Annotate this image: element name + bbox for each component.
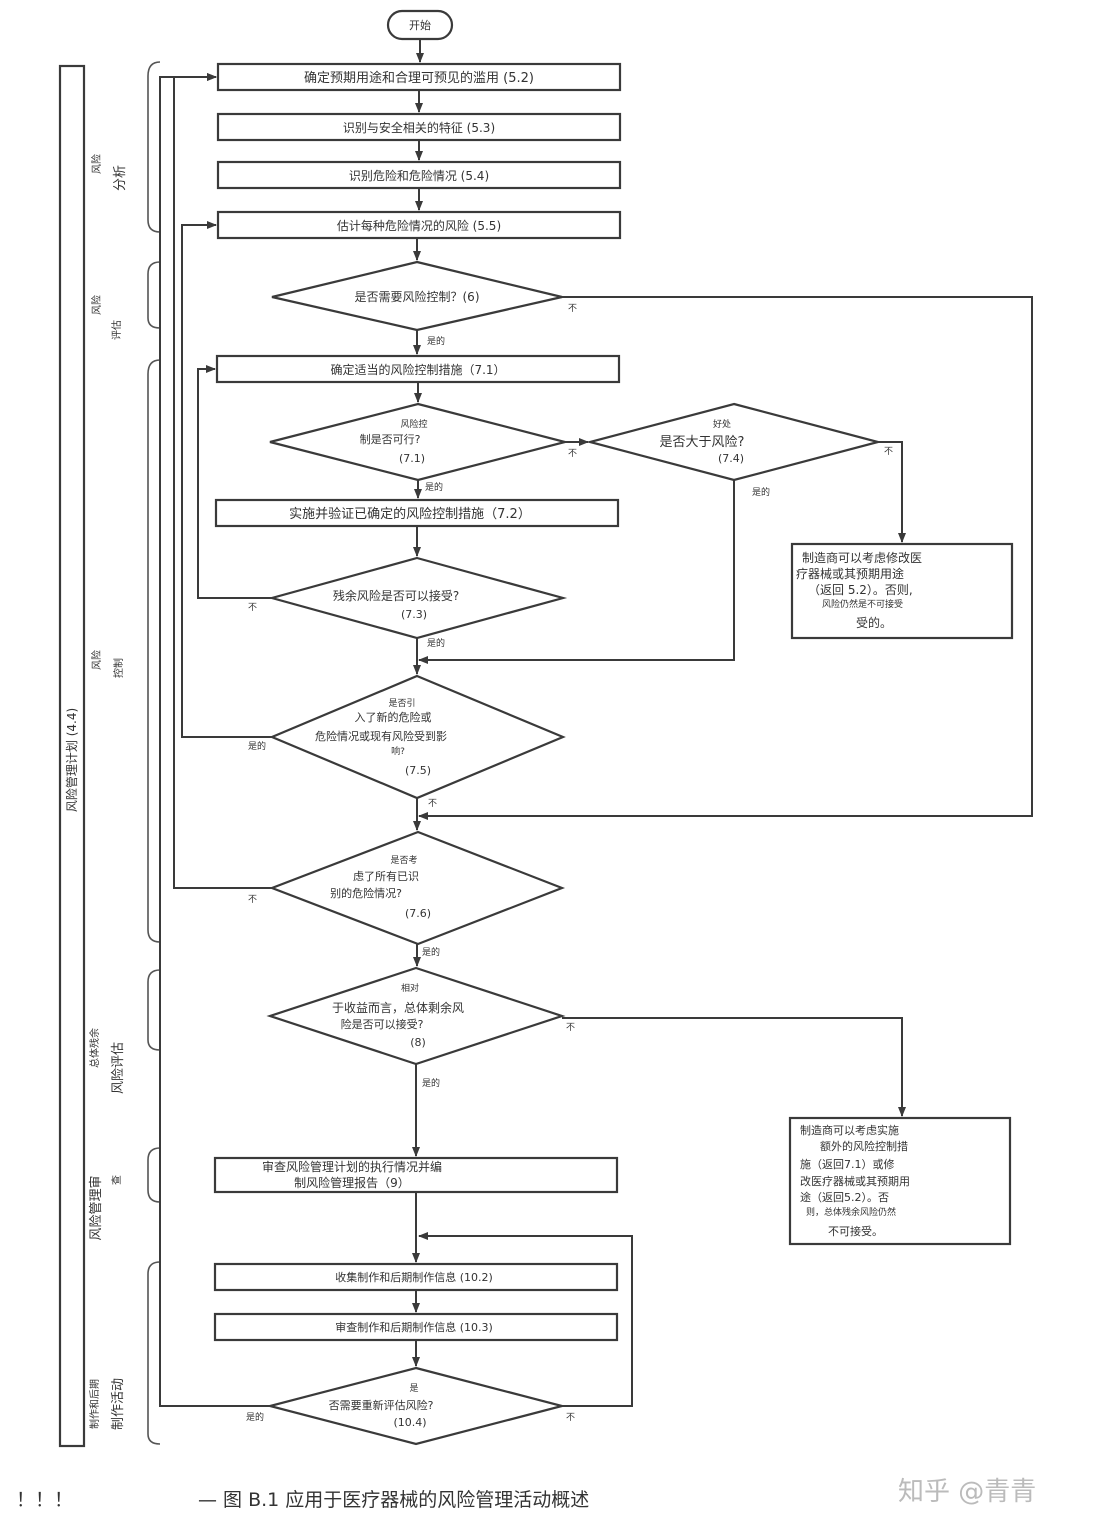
note-1-line-3: （返回 5.2）。否则, xyxy=(808,583,913,597)
note-1-line-1: 制造商可以考虑修改医 xyxy=(802,550,922,565)
step-7-2-label: 实施并验证已确定的风险控制措施（7.2） xyxy=(289,506,531,522)
note-2-line-6: 则，总体残余风险仍然 xyxy=(806,1206,896,1218)
decision-7-6-label-2: 虑了所有已识 xyxy=(353,869,419,883)
decision-7-1-label-3: (7.1) xyxy=(399,452,425,465)
label-d73-no: 不 xyxy=(248,602,257,613)
decision-8-label-3: 险是否可以接受? xyxy=(341,1017,424,1031)
step-9-box xyxy=(213,1156,619,1194)
note-2-line-7: 不可接受。 xyxy=(828,1225,883,1238)
label-d6-no: 不 xyxy=(568,303,577,314)
decision-7-6-label-1: 是否考 xyxy=(390,855,417,866)
decision-10-4-label-3: (10.4) xyxy=(393,1416,426,1429)
figure-caption: — 图 B.1 应用于医疗器械的风险管理活动概述 xyxy=(198,1489,589,1511)
step-5-4-label: 识别危险和危险情况 (5.4) xyxy=(349,168,489,183)
step-9-label-2: 制风险管理报告（9） xyxy=(294,1175,410,1190)
decision-7-4-label-3: (7.4) xyxy=(718,452,744,465)
note-1-line-5: 受的。 xyxy=(856,615,892,630)
note-2-box xyxy=(788,1116,1012,1246)
decision-7-1-label-1: 风险控 xyxy=(400,418,427,430)
watermark: 知乎 @青青 xyxy=(898,1477,1036,1507)
note-2-line-3: 施（返回7.1）或修 xyxy=(800,1157,895,1171)
connectors xyxy=(159,39,1033,1407)
step-7-1-label: 确定适当的风险控制措施（7.1） xyxy=(330,362,505,377)
note-1-line-4: 风险仍然是不可接受 xyxy=(822,598,903,610)
label-d76-yes: 是的 xyxy=(422,946,440,958)
phase-production-small: 制作和后期 xyxy=(88,1379,101,1429)
label-d104-yes: 是的 xyxy=(246,1411,264,1423)
step-5-3-label: 识别与安全相关的特征 (5.3) xyxy=(343,120,495,135)
phase-overall-large: 风险评估 xyxy=(111,1042,126,1094)
decision-8 xyxy=(266,966,566,1066)
note-2-line-4: 改医疗器械或其预期用 xyxy=(800,1174,910,1188)
phase-brackets xyxy=(147,61,161,1445)
decision-7-3-label-2: (7.3) xyxy=(401,608,427,621)
label-d8-no: 不 xyxy=(566,1022,575,1033)
step-10-2-box xyxy=(213,1262,619,1292)
decision-7-5-label-1: 是否引 xyxy=(388,698,415,709)
decision-8-label-1: 相对 xyxy=(401,982,419,994)
risk-management-plan-bar xyxy=(58,64,86,1448)
step-5-5-label: 估计每种危险情况的风险 (5.5) xyxy=(337,218,501,233)
phase-review-large: 风险管理审 xyxy=(89,1175,104,1240)
phase-evaluation-small: 风险 xyxy=(90,295,103,315)
label-d8-yes: 是的 xyxy=(422,1077,440,1089)
decision-10-4 xyxy=(265,1366,567,1446)
decision-7-5-label-5: (7.5) xyxy=(405,764,431,777)
decision-7-6 xyxy=(268,830,566,946)
phase-control-small: 风险 xyxy=(90,650,103,670)
decision-10-4-label-1: 是 xyxy=(409,1383,418,1394)
phase-control-large: 控制 xyxy=(112,658,125,678)
phase-analysis-small: 风险 xyxy=(90,154,103,174)
note-1-line-2: 疗器械或其预期用途 xyxy=(796,566,904,581)
label-d73-yes: 是的 xyxy=(427,637,445,649)
start-label: 开始 xyxy=(409,18,431,32)
note-2-line-2: 额外的风险控制措 xyxy=(820,1139,908,1153)
phase-analysis-large: 分析 xyxy=(113,165,128,191)
decision-7-4-label-2: 是否大于风险? xyxy=(660,435,745,450)
decision-7-6-label-3: 别的危险情况? xyxy=(330,886,402,900)
step-5-3-box xyxy=(216,112,622,142)
decision-8-label-2: 于收益而言，总体剩余风 xyxy=(332,1000,464,1015)
step-10-3-label: 审查制作和后期制作信息 (10.3) xyxy=(335,1320,493,1334)
decision-7-5-label-2: 入了新的危险或 xyxy=(355,710,432,724)
step-7-2-box xyxy=(214,498,620,528)
phase-review-small: 查 xyxy=(110,1175,123,1185)
step-10-2-label: 收集制作和后期制作信息 (10.2) xyxy=(335,1270,493,1284)
decision-7-6-label-4: (7.6) xyxy=(405,907,431,920)
label-d71-no: 不 xyxy=(568,448,577,459)
decision-7-5-label-3: 危险情况或现有风险受到影 xyxy=(315,729,447,743)
label-d104-no: 不 xyxy=(566,1412,575,1423)
decision-6-label: 是否需要风险控制？(6) xyxy=(355,289,480,304)
step-9-label-1: 审查风险管理计划的执行情况并编 xyxy=(262,1159,442,1174)
decision-7-1-label-2: 制是否可行? xyxy=(360,433,421,446)
decision-7-3-label-1: 残余风险是否可以接受? xyxy=(333,588,459,603)
decision-7-4-label-1: 好处 xyxy=(713,418,731,430)
decision-10-4-label-2: 否需要重新评估风险? xyxy=(329,1398,434,1412)
label-d6-yes: 是的 xyxy=(427,335,445,347)
phase-evaluation-large: 评估 xyxy=(110,320,123,340)
decision-7-5-label-4: 响? xyxy=(391,745,405,757)
note-1-box xyxy=(790,542,1014,640)
phase-production-large: 制作活动 xyxy=(111,1378,126,1430)
decision-8-label-4: (8) xyxy=(410,1036,426,1049)
label-d74-no: 不 xyxy=(884,446,893,457)
label-d75-yes: 是的 xyxy=(248,740,266,752)
exclamation-marks: ！！！ xyxy=(16,1489,73,1511)
label-d76-no: 不 xyxy=(248,894,257,905)
step-10-3-box xyxy=(213,1312,619,1342)
label-d71-yes: 是的 xyxy=(425,481,443,493)
phase-overall-small: 总体残余 xyxy=(88,1028,101,1068)
label-d74-yes: 是的 xyxy=(752,486,770,498)
note-2-line-1: 制造商可以考虑实施 xyxy=(800,1123,899,1137)
step-5-2-label: 确定预期用途和合理可预见的滥用 (5.2) xyxy=(304,70,534,86)
label-d75-no: 不 xyxy=(428,798,437,809)
note-2-line-5: 途（返回5.2）。否 xyxy=(800,1190,889,1204)
step-5-5-box xyxy=(216,210,622,240)
risk-management-plan-label: 风险管理计划 (4.4) xyxy=(64,708,79,812)
step-5-2-box xyxy=(216,62,622,92)
